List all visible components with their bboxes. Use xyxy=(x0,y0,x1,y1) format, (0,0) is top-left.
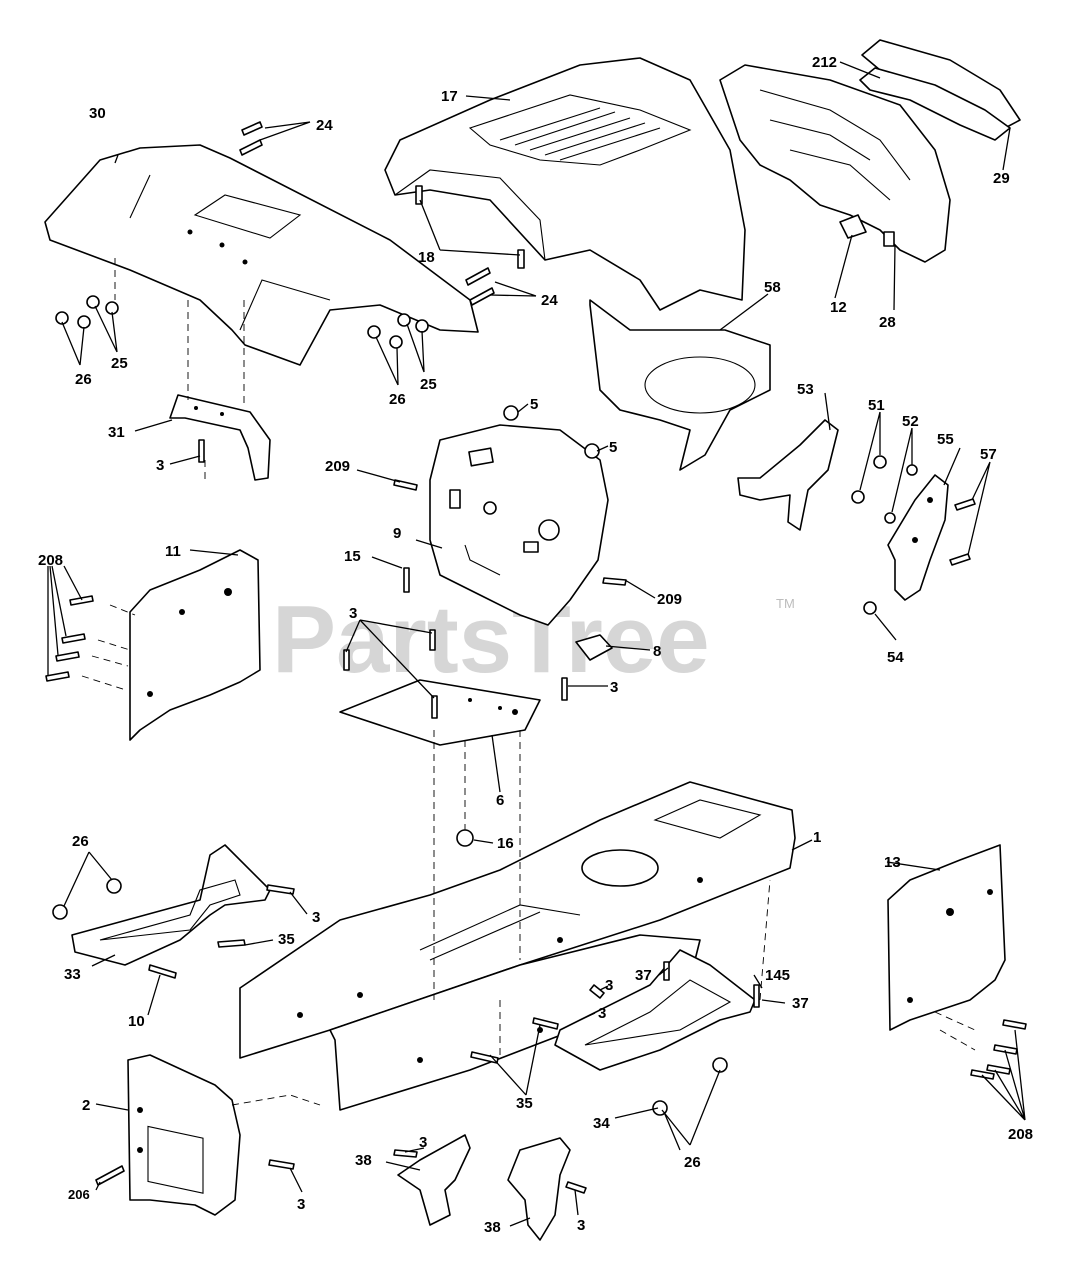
callout-6: 6 xyxy=(496,792,504,809)
callout-29: 29 xyxy=(993,170,1010,187)
callout-15: 15 xyxy=(344,548,361,565)
callout-17: 17 xyxy=(441,88,458,105)
callout-26-right-footrest: 26 xyxy=(684,1154,701,1171)
callout-212: 212 xyxy=(812,54,837,71)
dash-bracket-55[interactable] xyxy=(887,474,949,601)
callout-25-left: 25 xyxy=(111,355,128,372)
callout-2: 2 xyxy=(82,1097,90,1114)
callout-24-lower: 24 xyxy=(541,292,558,309)
assembly-lines xyxy=(81,258,976,1106)
main-frame-part[interactable] xyxy=(239,781,796,1111)
callout-26-footrest: 26 xyxy=(72,833,89,850)
callout-55: 55 xyxy=(937,431,954,448)
callout-8: 8 xyxy=(653,643,661,660)
callout-24-upper: 24 xyxy=(316,117,333,134)
callout-145: 145 xyxy=(765,967,790,984)
heat-shield-part[interactable] xyxy=(589,299,771,471)
callout-3-front: 3 xyxy=(297,1196,305,1213)
bracket-38-right[interactable] xyxy=(507,1137,587,1241)
nut-16[interactable] xyxy=(456,829,474,847)
footrest-33[interactable] xyxy=(71,844,271,966)
watermark-text: PartsTree xyxy=(272,586,710,693)
callout-54: 54 xyxy=(887,649,904,666)
callout-3-bracket38: 3 xyxy=(419,1134,427,1151)
callout-3-frame-b: 3 xyxy=(605,977,613,994)
partstree-watermark: PartsTree TM xyxy=(272,586,795,693)
grommet-12[interactable] xyxy=(839,214,867,239)
callout-206: 206 xyxy=(68,1187,90,1202)
callout-33: 33 xyxy=(64,966,81,983)
callout-3-right: 3 xyxy=(610,679,618,696)
callout-3-frame-a: 3 xyxy=(598,1005,606,1022)
callout-10: 10 xyxy=(128,1013,145,1030)
front-bracket-part[interactable] xyxy=(127,1054,241,1216)
callout-35-right: 35 xyxy=(516,1095,533,1112)
callout-5-right: 5 xyxy=(609,439,617,456)
callout-1: 1 xyxy=(813,829,821,846)
grille-trim-lower[interactable] xyxy=(859,67,1011,141)
callout-58: 58 xyxy=(764,279,781,296)
callout-38-right: 38 xyxy=(484,1219,501,1236)
callout-12: 12 xyxy=(830,299,847,316)
leader-lines xyxy=(47,61,1026,1227)
callout-28: 28 xyxy=(879,314,896,331)
watermark-trademark: TM xyxy=(776,596,795,611)
hood-grille-part[interactable] xyxy=(719,64,951,263)
clip-8[interactable] xyxy=(575,634,613,661)
callout-51: 51 xyxy=(868,397,885,414)
callout-34: 34 xyxy=(593,1115,610,1132)
fender-bracket-part[interactable] xyxy=(169,394,271,481)
nuts-washers-left[interactable] xyxy=(55,295,119,329)
screws-3-5-15-209-dash[interactable] xyxy=(198,405,627,593)
callout-11: 11 xyxy=(165,543,181,560)
bolt-24-upper[interactable] xyxy=(239,121,263,156)
dashboard-part[interactable] xyxy=(429,424,609,626)
screws-3-plate[interactable] xyxy=(343,629,568,719)
dash-bracket-53[interactable] xyxy=(737,419,839,531)
callout-209-upper: 209 xyxy=(325,458,350,475)
callout-3-footrest: 3 xyxy=(312,909,320,926)
nuts-washers-right[interactable] xyxy=(367,313,429,349)
callout-37-lower: 37 xyxy=(792,995,809,1012)
callout-labels: 30 24 17 212 29 18 24 12 28 58 25 26 25 … xyxy=(38,54,1033,1236)
callout-208-right: 208 xyxy=(1008,1126,1033,1143)
callout-5-left: 5 xyxy=(530,396,538,413)
callout-3-bracket: 3 xyxy=(156,457,164,474)
callout-57: 57 xyxy=(980,446,997,463)
callout-208-left: 208 xyxy=(38,552,63,569)
bolts-208-right[interactable] xyxy=(970,1019,1027,1080)
callout-38-left: 38 xyxy=(355,1152,372,1169)
callout-3-plate: 3 xyxy=(349,605,357,622)
callout-52: 52 xyxy=(902,413,919,430)
callout-9: 9 xyxy=(393,525,401,542)
hood-part[interactable] xyxy=(384,57,746,311)
side-panel-11[interactable] xyxy=(129,549,261,741)
callout-35-left: 35 xyxy=(278,931,295,948)
callout-37-upper: 37 xyxy=(635,967,652,984)
callout-209-lower: 209 xyxy=(657,591,682,608)
bolt-206-3-front[interactable] xyxy=(95,1159,295,1186)
mounting-plate-part[interactable] xyxy=(339,679,541,746)
callout-26-right: 26 xyxy=(389,391,406,408)
callout-13: 13 xyxy=(884,854,901,871)
callout-18: 18 xyxy=(418,249,435,266)
rear-fender-part[interactable] xyxy=(44,144,479,366)
bolt-24-lower[interactable] xyxy=(465,267,495,306)
callout-16: 16 xyxy=(497,835,514,852)
bracket-38-left[interactable] xyxy=(393,1134,471,1226)
callout-31: 31 xyxy=(108,424,125,441)
side-panel-13[interactable] xyxy=(887,844,1006,1031)
hardware-51-52-54-57[interactable] xyxy=(851,455,976,615)
callout-25-right: 25 xyxy=(420,376,437,393)
callout-30: 30 xyxy=(89,105,106,122)
callout-53: 53 xyxy=(797,381,814,398)
callout-3-bottom: 3 xyxy=(577,1217,585,1234)
bolts-208-left[interactable] xyxy=(45,595,94,682)
callout-26-left: 26 xyxy=(75,371,92,388)
